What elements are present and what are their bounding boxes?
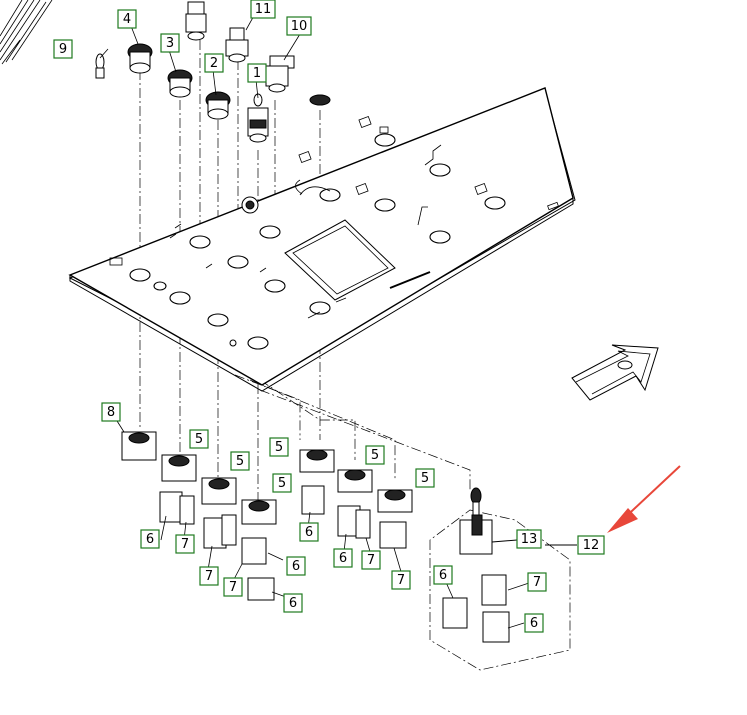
callout-label-text: 7 [205,569,213,584]
callout-c3: 3 [160,33,180,53]
upper-left-mechanism-fragment [0,0,53,65]
item-11-selector-switch [225,27,249,63]
callout-c6b: 6 [286,556,306,576]
item-11-selector-switch-left [185,1,207,41]
item-9-lamp-bulb [95,53,105,79]
callout-c9: 9 [53,39,73,59]
callout-c1: 1 [247,63,267,83]
callout-c7d: 7 [361,550,381,570]
callout-c5f: 5 [415,468,435,488]
callout-label-text: 12 [583,538,600,553]
callout-label-text: 7 [181,537,189,552]
callout-label-text: 6 [146,532,154,547]
callout-c10: 10 [286,16,312,36]
red-annotation-arrow [607,465,681,533]
item-3-push-button [167,69,193,98]
callout-label-text: 6 [289,596,297,611]
callout-label-text: 13 [521,532,538,547]
item-4-push-button [127,43,153,74]
callout-label-text: 5 [278,476,286,491]
callout-c5c: 5 [272,473,292,493]
callout-c6f: 6 [433,565,453,585]
callout-label-text: 8 [107,405,115,420]
contact-blocks-item-5 [121,431,413,525]
direction-arrow-icon [571,344,659,401]
callout-c11: 11 [250,0,276,19]
callout-label-text: 5 [275,440,283,455]
callout-label-text: 5 [236,454,244,469]
callout-c5e: 5 [365,445,385,465]
callout-c6d: 6 [299,522,319,542]
callout-label-text: 5 [195,432,203,447]
callout-c5a: 5 [189,429,209,449]
callout-label-text: 9 [59,42,67,57]
callout-label-text: 7 [367,553,375,568]
callout-c12: 12 [577,535,605,555]
callout-c6c: 6 [283,593,303,613]
small-cap [309,94,331,106]
callout-c7c: 7 [223,577,243,597]
item-10-selector-switch [265,55,295,93]
callout-c7f: 7 [527,572,547,592]
control-panel-plate [68,87,576,392]
callout-c13: 13 [516,529,542,549]
callout-label-text: 6 [530,616,538,631]
callout-c7a: 7 [175,534,195,554]
callout-c7b: 7 [199,566,219,586]
callout-label-text: 6 [339,551,347,566]
callout-label-text: 2 [210,56,218,71]
callout-label-text: 5 [371,448,379,463]
callout-c4: 4 [117,9,137,29]
callout-label-text: 6 [292,559,300,574]
callout-c6a: 6 [140,529,160,549]
callout-label-text: 1 [253,66,261,81]
callout-label-text: 10 [291,19,308,34]
callout-c8: 8 [101,402,121,422]
item-2-push-button [205,91,231,120]
callout-c6e: 6 [333,548,353,568]
item-1-key-switch [247,93,269,143]
contact-modules-items-6-7 [159,485,407,601]
callout-c6g: 6 [524,613,544,633]
callout-label-text: 5 [421,471,429,486]
callout-c5d: 5 [269,437,289,457]
callout-label-text: 3 [166,36,174,51]
callout-label-text: 7 [397,573,405,588]
callout-label-text: 4 [123,12,131,27]
callout-label-text: 11 [255,2,272,17]
callout-label-text: 6 [305,525,313,540]
callout-c7e: 7 [391,570,411,590]
joystick-assembly-group [429,487,577,671]
callout-c2: 2 [204,53,224,73]
callout-label-text: 7 [533,575,541,590]
callout-c5b: 5 [230,451,250,471]
callout-label-text: 7 [229,580,237,595]
callout-label-text: 6 [439,568,447,583]
